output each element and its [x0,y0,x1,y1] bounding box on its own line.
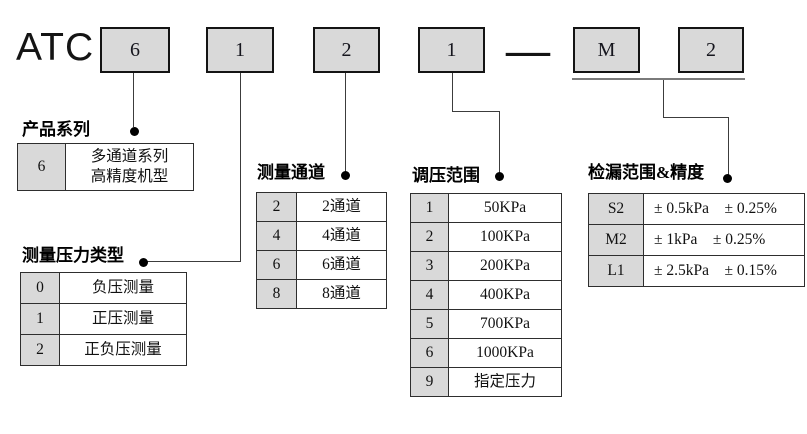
section-title-channels: 测量通道 [257,163,325,182]
connector-line [240,73,241,262]
label-cell: 负压测量 [59,272,187,304]
connector-line [499,111,500,173]
pressure-type-table: 0 负压测量 1 正压测量 2 正负压测量 [20,272,187,366]
label-cell: 正负压测量 [59,334,187,366]
table-row: S2 ± 0.5kPa ± 0.25% [588,193,805,225]
section-title-pressure-type: 测量压力类型 [22,246,124,265]
code-cell: 9 [410,367,449,397]
connector-dot [130,127,139,136]
code-cell: 1 [410,193,449,223]
code-cell: 6 [17,143,66,191]
code-cell: 4 [256,221,297,251]
table-row: 1 正压测量 [20,303,187,335]
code-cell: 0 [20,272,60,304]
connector-line [345,73,346,172]
code-box-pressure-type: 1 [206,27,274,73]
label-cell: ± 0.5kPa ± 0.25% [643,193,805,225]
channels-table: 2 2通道 4 4通道 6 6通道 8 8通道 [256,192,387,309]
table-row: 6 1000KPa [410,338,562,368]
section-title-leak-accuracy: 检漏范围&精度 [588,163,705,182]
code-cell: 2 [410,222,449,252]
connector-dot [139,258,148,267]
code-cell: 2 [256,192,297,222]
label-cell: ± 1kPa ± 0.25% [643,224,805,256]
code-box-leak-accuracy: 2 [678,27,744,73]
label-cell: 400KPa [448,280,562,310]
label-cell: 1000KPa [448,338,562,368]
code-cell: 1 [20,303,60,335]
label-cell: 2通道 [296,192,387,222]
connector-line [133,73,134,127]
label-cell: 6通道 [296,250,387,280]
code-separator-dash: — [506,25,550,75]
code-cell: 4 [410,280,449,310]
table-row: L1 ± 2.5kPa ± 0.15% [588,255,805,287]
leak-group-underline [572,78,745,80]
table-row: 5 700KPa [410,309,562,339]
label-cell: 200KPa [448,251,562,281]
label-cell: ± 2.5kPa ± 0.15% [643,255,805,287]
label-cell: 100KPa [448,222,562,252]
label-cell: 50KPa [448,193,562,223]
code-cell: L1 [588,255,644,287]
section-title-pressure-range: 调压范围 [412,166,480,185]
table-row: 8 8通道 [256,279,387,309]
table-row: 2 2通道 [256,192,387,222]
table-row: 0 负压测量 [20,272,187,304]
section-title-product-series: 产品系列 [22,120,90,139]
code-box-channels: 2 [313,27,380,73]
connector-dot [495,172,504,181]
code-cell: 6 [410,338,449,368]
pressure-range-table: 1 50KPa 2 100KPa 3 200KPa 4 400KPa 5 700… [410,193,562,397]
connector-line [728,117,729,175]
table-row: 9 指定压力 [410,367,562,397]
connector-line [452,73,453,112]
label-cell: 8通道 [296,279,387,309]
leak-accuracy-table: S2 ± 0.5kPa ± 0.25% M2 ± 1kPa ± 0.25% L1… [588,193,805,287]
label-cell: 多通道系列 高精度机型 [65,143,194,191]
code-box-leak-grade: M [573,27,640,73]
table-row: 6 6通道 [256,250,387,280]
table-row: 4 400KPa [410,280,562,310]
table-row: 3 200KPa [410,251,562,281]
code-cell: 5 [410,309,449,339]
table-row: 1 50KPa [410,193,562,223]
label-cell: 正压测量 [59,303,187,335]
connector-line [663,80,664,118]
table-row: 4 4通道 [256,221,387,251]
label-cell: 指定压力 [448,367,562,397]
code-cell: 3 [410,251,449,281]
code-cell: S2 [588,193,644,225]
connector-dot [723,174,732,183]
label-cell: 700KPa [448,309,562,339]
connector-line [147,261,241,262]
connector-line [663,117,729,118]
code-cell: 6 [256,250,297,280]
connector-dot [341,171,350,180]
label-cell: 4通道 [296,221,387,251]
code-box-range: 1 [418,27,485,73]
connector-line [452,111,500,112]
table-row: M2 ± 1kPa ± 0.25% [588,224,805,256]
code-box-series: 6 [100,27,170,73]
code-cell: 8 [256,279,297,309]
table-row: 2 正负压测量 [20,334,187,366]
code-cell: M2 [588,224,644,256]
product-series-table: 6 多通道系列 高精度机型 [17,143,194,191]
table-row: 2 100KPa [410,222,562,252]
brand-label: ATC [16,26,95,69]
table-row: 6 多通道系列 高精度机型 [17,143,194,191]
code-cell: 2 [20,334,60,366]
